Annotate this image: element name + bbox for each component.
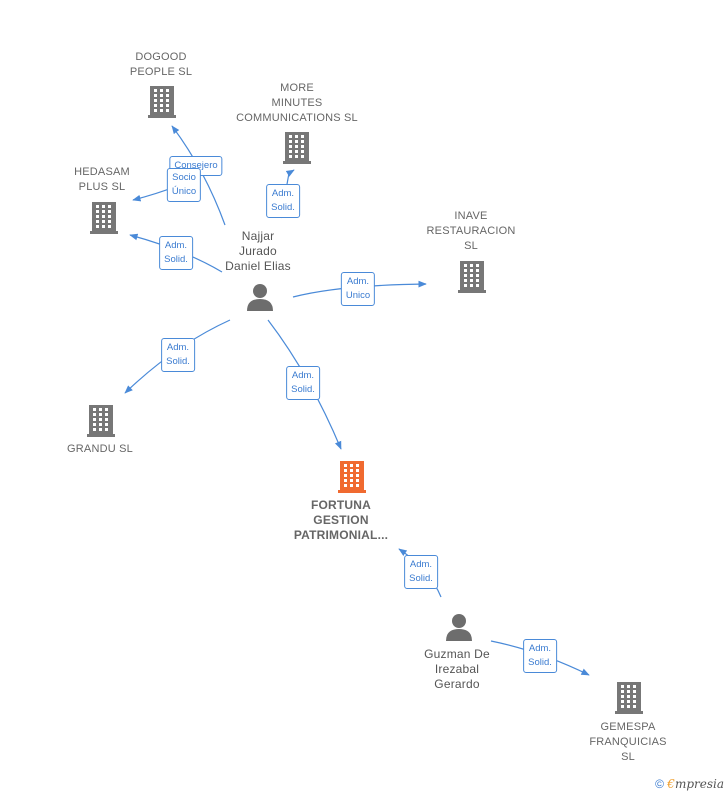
node-label-inave[interactable]: INAVE RESTAURACION SL	[426, 210, 516, 252]
person-icon-guzman[interactable]	[446, 614, 472, 641]
edge-label-guzman-gemespa[interactable]: Adm. Solid.	[523, 639, 557, 673]
brand-watermark: © €mpresia	[655, 777, 724, 791]
copyright-symbol: ©	[655, 777, 664, 791]
node-label-dogood[interactable]: DOGOOD PEOPLE SL	[129, 51, 193, 78]
edge-label-najjar-hedasam[interactable]: Adm. Solid.	[159, 236, 193, 270]
node-label-najjar[interactable]: Najjar Jurado Daniel Elias	[225, 229, 291, 273]
building-icon-inave[interactable]	[458, 261, 486, 293]
building-icon-dogood[interactable]	[148, 86, 176, 118]
building-icon-grandu[interactable]	[87, 405, 115, 437]
node-label-gemespa[interactable]: GEMESPA FRANQUICIAS SL	[589, 721, 667, 763]
node-label-fortuna[interactable]: FORTUNA GESTION PATRIMONIAL...	[293, 498, 389, 542]
building-icon-gemespa[interactable]	[615, 682, 643, 714]
node-label-more[interactable]: MORE MINUTES COMMUNICATIONS SL	[236, 82, 358, 124]
building-icon-fortuna[interactable]	[338, 461, 366, 493]
node-label-hedasam[interactable]: HEDASAM PLUS SL	[74, 166, 130, 193]
brand-name: mpresia	[674, 777, 724, 791]
edge-label-najjar-hedasam[interactable]: Socio Único	[166, 168, 202, 202]
building-icon-hedasam[interactable]	[90, 202, 118, 234]
edge-label-najjar-inave[interactable]: Adm. Unico	[340, 272, 376, 306]
edges-layer	[124, 125, 590, 676]
icons-layer	[87, 86, 643, 714]
node-label-grandu[interactable]: GRANDU SL	[67, 443, 133, 455]
person-icon-najjar[interactable]	[247, 284, 273, 311]
node-label-guzman[interactable]: Guzman De Irezabal Gerardo	[424, 647, 490, 691]
edge-label-najjar-more[interactable]: Adm. Solid.	[266, 184, 300, 218]
edge-label-najjar-grandu[interactable]: Adm. Solid.	[161, 338, 195, 372]
edge-label-guzman-fortuna[interactable]: Adm. Solid.	[404, 555, 438, 589]
brand-logo-letter: €	[667, 777, 675, 791]
building-icon-more[interactable]	[283, 132, 311, 164]
edge-label-najjar-fortuna[interactable]: Adm. Solid.	[286, 366, 320, 400]
